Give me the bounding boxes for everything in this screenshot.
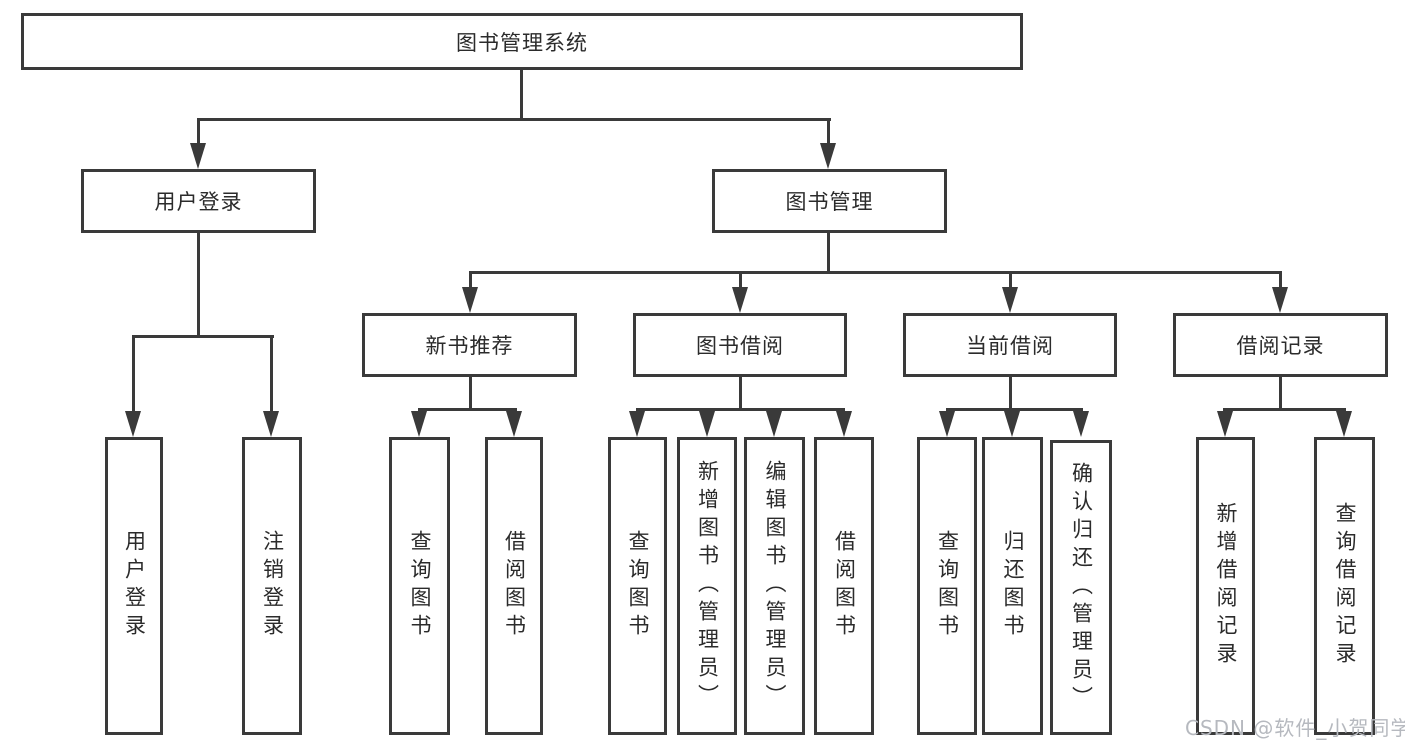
leaf-edit-book-admin-label: 编辑图书（管理员） xyxy=(763,460,788,712)
node-new-book-recommend: 新书推荐 xyxy=(362,313,577,377)
arrowhead-leaf-confirm-return xyxy=(1073,411,1089,437)
leaf-confirm-return-admin-label: 确认归还（管理员） xyxy=(1069,461,1094,714)
leaf-add-borrow-record-label: 新增借阅记录 xyxy=(1214,502,1239,670)
arrowhead-leaf-borrow-book-1 xyxy=(506,411,522,437)
leaf-add-borrow-record: 新增借阅记录 xyxy=(1196,437,1255,735)
leaf-return-book: 归还图书 xyxy=(982,437,1043,735)
arrowhead-leaf-add-book xyxy=(699,411,715,437)
connector-new-book-stem xyxy=(469,377,472,410)
node-current-borrow: 当前借阅 xyxy=(903,313,1117,377)
arrowhead-book-management xyxy=(820,143,836,169)
leaf-query-borrow-record: 查询借阅记录 xyxy=(1314,437,1375,735)
leaf-query-book-3: 查询图书 xyxy=(917,437,977,735)
node-current-borrow-label: 当前借阅 xyxy=(966,334,1054,358)
connector-user-login-stem xyxy=(197,233,200,337)
csdn-watermark: CSDN @软件_小贺同学 xyxy=(1185,716,1405,740)
arrowhead-leaf-query-book-3 xyxy=(939,411,955,437)
leaf-query-book-1: 查询图书 xyxy=(389,437,450,735)
connector-book-borrow-stem xyxy=(739,377,742,410)
node-book-management: 图书管理 xyxy=(712,169,947,233)
arrowhead-leaf-query-book-2 xyxy=(629,411,645,437)
connector-current-borrow-rail xyxy=(946,408,1083,411)
arrowhead-leaf-add-record xyxy=(1217,411,1233,437)
node-user-login: 用户登录 xyxy=(81,169,316,233)
arrowhead-leaf-query-record xyxy=(1336,411,1352,437)
node-book-management-label: 图书管理 xyxy=(785,190,874,214)
connector-book-borrow-rail xyxy=(636,408,845,411)
node-borrow-records-label: 借阅记录 xyxy=(1236,334,1325,358)
leaf-query-borrow-record-label: 查询借阅记录 xyxy=(1333,502,1358,670)
connector-current-borrow-stem xyxy=(1009,377,1012,410)
connector-level2-rail xyxy=(197,118,831,121)
node-book-borrow: 图书借阅 xyxy=(633,313,847,377)
leaf-user-login: 用户登录 xyxy=(105,437,163,735)
leaf-borrow-book-2: 借阅图书 xyxy=(814,437,874,735)
node-root-label: 图书管理系统 xyxy=(456,30,588,55)
arrowhead-current-borrow xyxy=(1002,287,1018,313)
leaf-logout-label: 注销登录 xyxy=(260,530,285,642)
connector-book-management-stem xyxy=(827,233,830,273)
leaf-logout: 注销登录 xyxy=(242,437,302,735)
leaf-user-login-label: 用户登录 xyxy=(122,530,147,642)
node-user-login-label: 用户登录 xyxy=(154,190,243,214)
node-borrow-records: 借阅记录 xyxy=(1173,313,1388,377)
leaf-query-book-3-label: 查询图书 xyxy=(935,530,960,642)
connector-borrow-records-stem xyxy=(1279,377,1282,410)
connector-drop-leaf-logout xyxy=(270,335,273,413)
arrowhead-leaf-login xyxy=(125,411,141,437)
connector-drop-leaf-login xyxy=(132,335,135,413)
leaf-query-book-2-label: 查询图书 xyxy=(626,530,651,642)
leaf-query-book-2: 查询图书 xyxy=(608,437,667,735)
connector-borrow-records-rail xyxy=(1223,408,1346,411)
connector-drop-user-login xyxy=(197,118,200,146)
arrowhead-leaf-borrow-book-2 xyxy=(836,411,852,437)
connector-drop-book-borrow xyxy=(739,271,742,291)
arrowhead-leaf-edit-book xyxy=(766,411,782,437)
node-book-borrow-label: 图书借阅 xyxy=(696,334,784,358)
arrowhead-leaf-return-book xyxy=(1004,411,1020,437)
node-new-book-recommend-label: 新书推荐 xyxy=(425,334,514,358)
node-root: 图书管理系统 xyxy=(21,13,1023,70)
leaf-return-book-label: 归还图书 xyxy=(1001,530,1026,642)
connector-user-login-rail xyxy=(132,335,274,338)
leaf-confirm-return-admin: 确认归还（管理员） xyxy=(1050,440,1112,735)
connector-level3-rail xyxy=(469,271,1281,274)
leaf-edit-book-admin: 编辑图书（管理员） xyxy=(744,437,805,735)
connector-drop-new-book xyxy=(469,271,472,291)
connector-drop-borrow-records xyxy=(1279,271,1282,291)
connector-new-book-rail xyxy=(418,408,517,411)
leaf-add-book-admin: 新增图书（管理员） xyxy=(677,437,737,735)
connector-drop-book-management xyxy=(827,118,830,146)
arrowhead-book-borrow xyxy=(732,287,748,313)
leaf-add-book-admin-label: 新增图书（管理员） xyxy=(695,460,720,712)
leaf-borrow-book-2-label: 借阅图书 xyxy=(832,530,857,642)
arrowhead-user-login xyxy=(190,143,206,169)
connector-drop-current-borrow xyxy=(1009,271,1012,291)
leaf-query-book-1-label: 查询图书 xyxy=(408,530,433,642)
arrowhead-leaf-query-book-1 xyxy=(411,411,427,437)
arrowhead-borrow-records xyxy=(1272,287,1288,313)
connector-root-stem xyxy=(520,69,523,120)
leaf-borrow-book-1: 借阅图书 xyxy=(485,437,543,735)
arrowhead-new-book xyxy=(462,287,478,313)
arrowhead-leaf-logout xyxy=(263,411,279,437)
leaf-borrow-book-1-label: 借阅图书 xyxy=(502,530,527,642)
